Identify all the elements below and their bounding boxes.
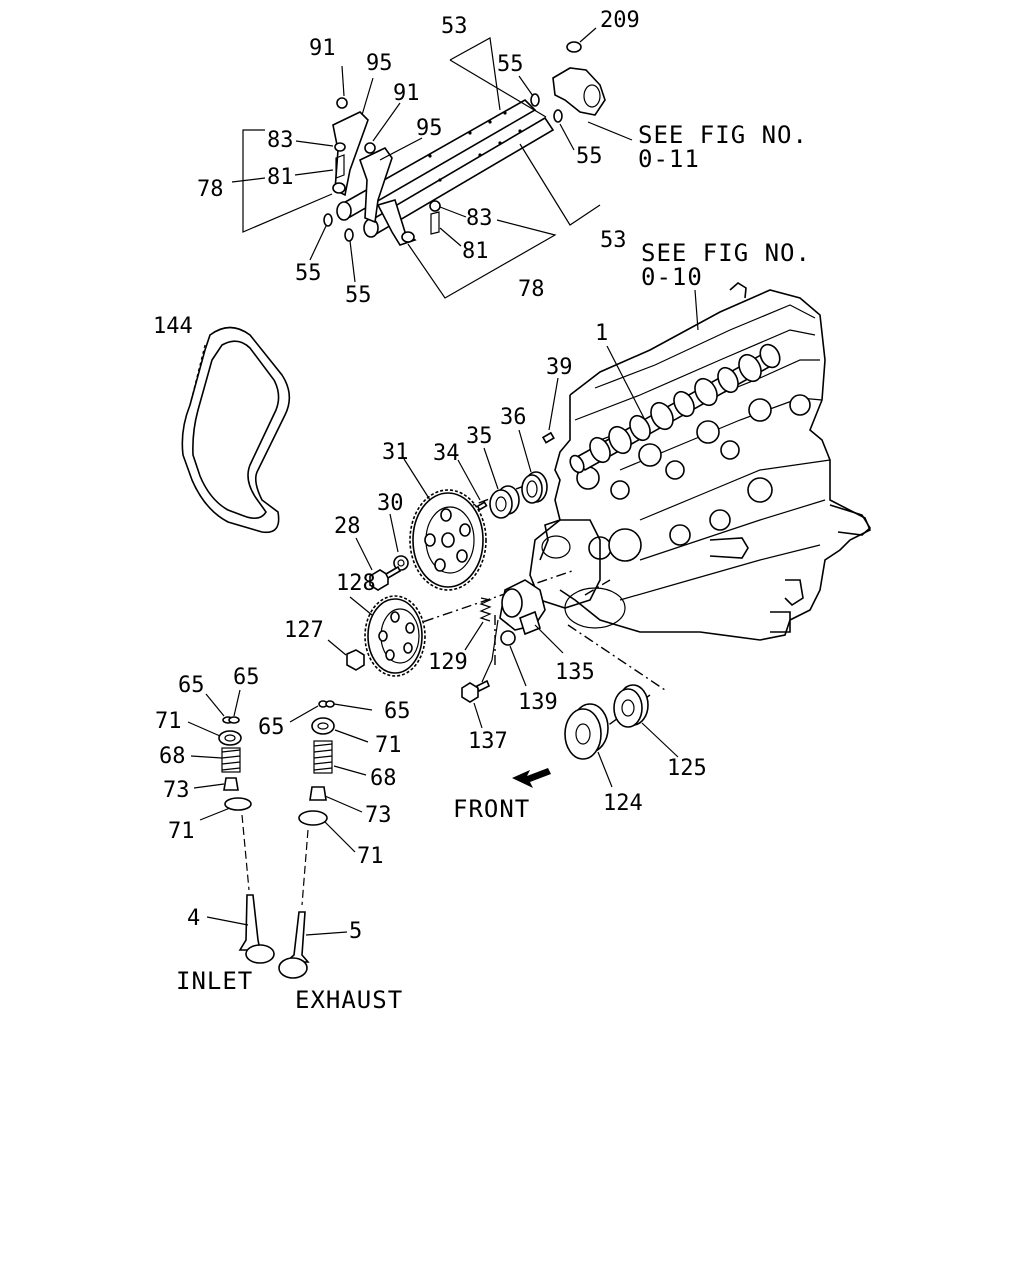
see-fig-011-line2: 0-11: [638, 145, 700, 173]
callout-71-b: 71: [168, 819, 195, 844]
callout-55-bottom-left-2: 55: [345, 283, 372, 308]
callout-128: 128: [336, 571, 376, 596]
camshaft: [569, 343, 781, 474]
front-label: FRONT: [453, 795, 530, 823]
exhaust-valve-group: [278, 700, 373, 979]
callout-31: 31: [382, 440, 409, 465]
front-timing-parts: [327, 377, 679, 788]
callout-71-a: 71: [155, 709, 182, 734]
callout-55-right: 55: [576, 144, 603, 169]
callout-35: 35: [466, 424, 493, 449]
inlet-valve-group: [187, 689, 275, 964]
callout-91-a: 91: [309, 36, 336, 61]
cam-gear: [403, 458, 487, 591]
exhaust-label: EXHAUST: [295, 986, 403, 1014]
callout-4: 4: [187, 906, 200, 931]
callout-209: 209: [600, 8, 640, 33]
callout-39: 39: [546, 355, 573, 380]
callout-65-b: 65: [233, 665, 260, 690]
callout-65-c: 65: [258, 715, 285, 740]
callout-65-a: 65: [178, 673, 205, 698]
callout-71-c: 71: [375, 733, 402, 758]
callout-65-d: 65: [384, 699, 411, 724]
crank-gear: [349, 595, 426, 677]
callout-129: 129: [428, 650, 468, 675]
callout-labels: 209 53 55 91 95 91 95 83 81 78 55 53 83 …: [153, 8, 811, 1014]
callout-36: 36: [500, 405, 527, 430]
callout-95-a: 95: [366, 51, 393, 76]
callout-78-left: 78: [197, 177, 224, 202]
see-fig-010-line2: 0-10: [641, 263, 703, 291]
callout-137: 137: [468, 729, 508, 754]
callout-81-left: 81: [267, 165, 294, 190]
see-fig-011-line1: SEE FIG NO.: [638, 121, 808, 149]
callout-83-left: 83: [267, 128, 294, 153]
callout-53-top: 53: [441, 14, 468, 39]
callout-34: 34: [433, 441, 460, 466]
timing-belt: [181, 326, 291, 534]
callout-83-right: 83: [466, 206, 493, 231]
callout-73-a: 73: [163, 778, 190, 803]
callout-55-top: 55: [497, 52, 524, 77]
callout-81-right: 81: [462, 239, 489, 264]
callout-53-right: 53: [600, 228, 627, 253]
callout-1: 1: [595, 321, 608, 346]
valve-train: [187, 689, 373, 979]
callout-30: 30: [377, 491, 404, 516]
callout-28: 28: [334, 514, 361, 539]
callout-95-b: 95: [416, 116, 443, 141]
rocker-shaft-assembly: [231, 27, 699, 331]
callout-55-bottom-left-1: 55: [295, 261, 322, 286]
callout-91-b: 91: [393, 81, 420, 106]
callout-125: 125: [667, 756, 707, 781]
see-fig-010-line1: SEE FIG NO.: [641, 239, 811, 267]
callout-127: 127: [284, 618, 324, 643]
callout-68-a: 68: [159, 744, 186, 769]
callout-68-b: 68: [370, 766, 397, 791]
callout-73-b: 73: [365, 803, 392, 828]
callout-144: 144: [153, 314, 193, 339]
callout-139: 139: [518, 690, 558, 715]
callout-5: 5: [349, 919, 362, 944]
callout-135: 135: [555, 660, 595, 685]
callout-124: 124: [603, 791, 643, 816]
inlet-label: INLET: [176, 967, 253, 995]
callout-78-right: 78: [518, 277, 545, 302]
callout-71-d: 71: [357, 844, 384, 869]
engine-block: [529, 282, 872, 641]
